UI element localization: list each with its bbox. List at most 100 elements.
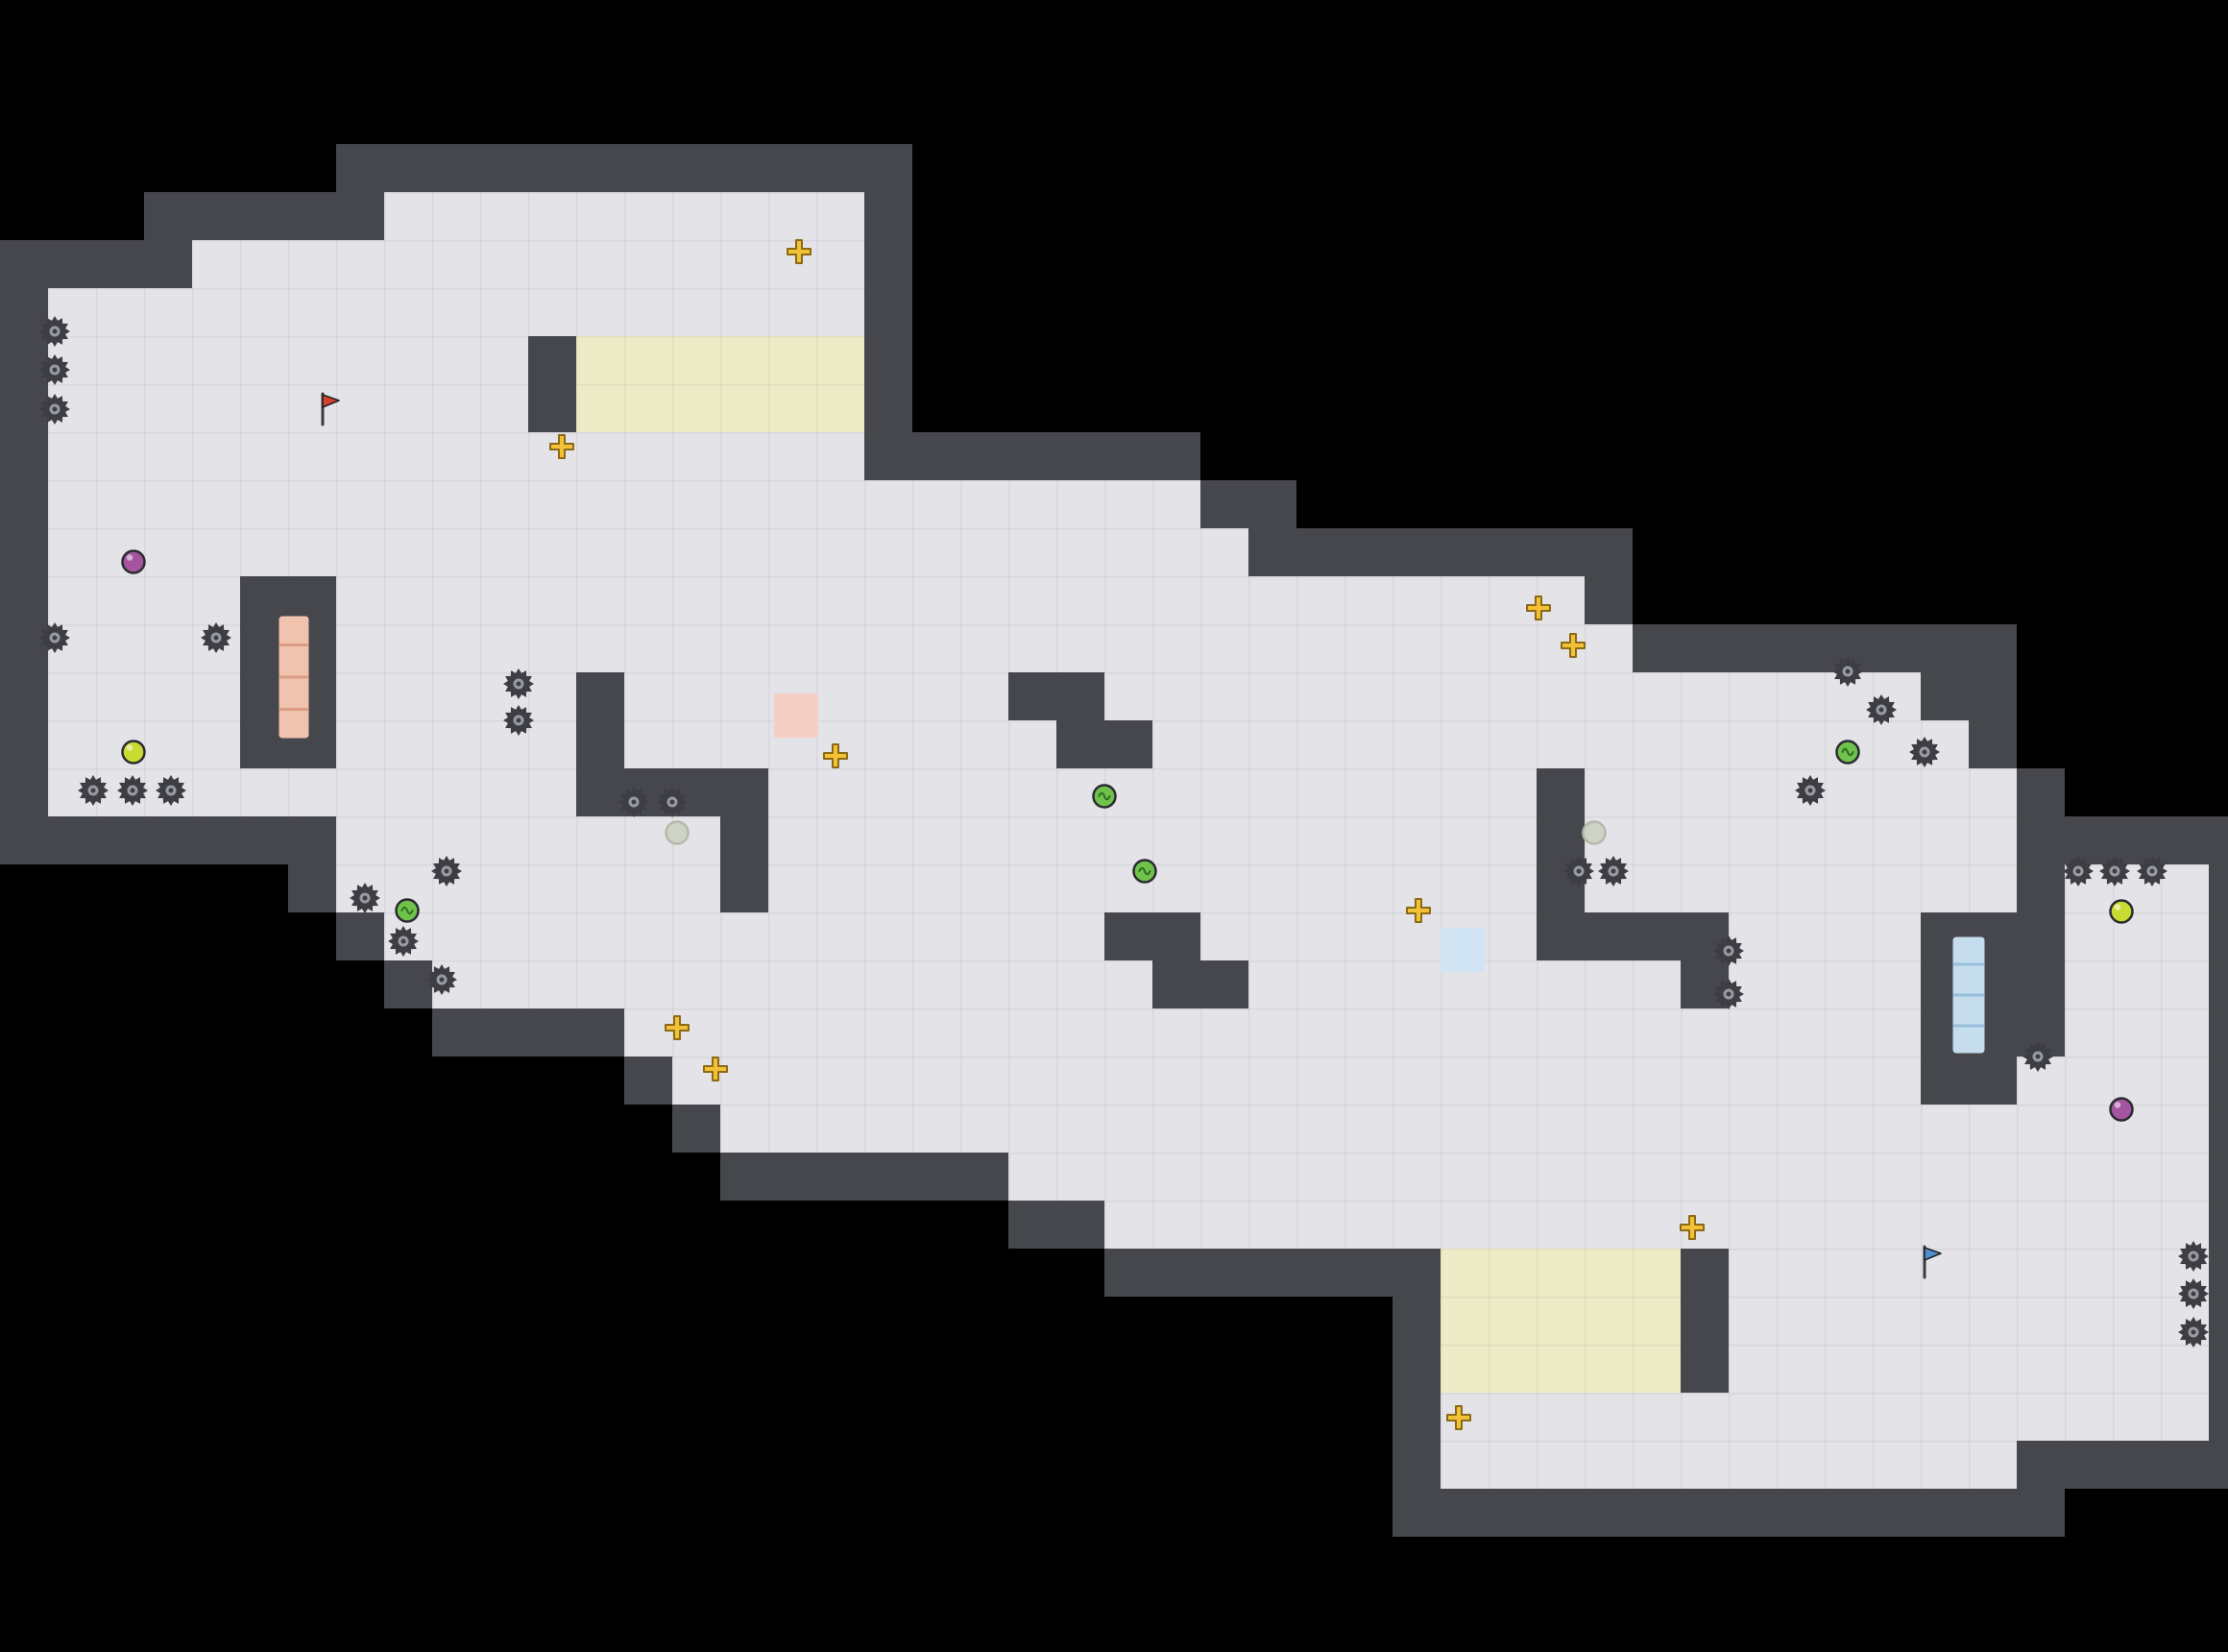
floor-segment [48,480,1200,528]
floor-segment [336,816,720,864]
saw-hazard [2022,1041,2053,1072]
saw-hazard [431,856,462,887]
floor-segment [48,288,864,336]
floor-segment [768,768,1537,816]
green-drone-enemy [1132,859,1157,884]
saw-hazard [78,775,109,806]
floor-segment [48,672,240,720]
yellow-zone-floor [1441,1249,1681,1297]
gold-piece [1406,898,1431,923]
wall-segment [1008,1201,1104,1249]
saw-hazard [350,883,380,913]
gold-piece [1680,1215,1705,1240]
wall-segment [0,480,48,528]
floor-segment [1729,1249,2209,1297]
saw-hazard [39,316,70,347]
wall-segment [1681,1249,1729,1297]
wall-segment [1008,672,1104,720]
floor-segment [1200,912,1537,960]
wall-segment [672,1105,720,1153]
floor-segment [1441,1441,2017,1489]
yellow-zone-floor [1441,1345,1681,1393]
floor-segment [192,240,864,288]
purple-orb-enemy [121,549,146,574]
wall-segment [144,192,384,240]
wall-segment [1248,528,1633,576]
wall-segment [0,816,336,864]
wall-segment [1104,1249,1441,1297]
wall-segment [336,912,384,960]
floor-segment [1585,768,2017,816]
gold-piece [703,1057,728,1081]
saw-hazard [156,775,186,806]
wall-segment [1921,1057,2017,1105]
wall-segment [0,432,48,480]
wall-segment [864,192,912,240]
saw-hazard [39,354,70,385]
floor-segment [336,672,576,720]
floor-segment [2065,912,2209,960]
wall-segment [2209,1105,2228,1153]
wall-segment [1585,576,1633,624]
blue-door [1950,934,1988,1057]
lime-orb-enemy [121,740,146,765]
wall-segment [384,960,432,1008]
wall-segment [1392,1441,1441,1489]
gray-bounce-pad [665,820,690,845]
green-drone-enemy [1092,784,1117,809]
saw-hazard [39,394,70,425]
wall-segment [1537,912,1729,960]
wall-segment [2209,1249,2228,1297]
floor-segment [48,384,528,432]
wall-segment [0,240,192,288]
wall-segment [864,432,1200,480]
floor-segment [1729,912,1921,960]
floor-segment [1008,1153,2209,1201]
wall-segment [0,768,48,816]
floor-segment [48,576,240,624]
floor-segment [48,720,240,768]
gold-piece [1446,1405,1471,1430]
floor-segment [336,576,1585,624]
gold-piece [1561,633,1586,658]
saw-hazard [388,926,419,957]
green-drone-enemy [1835,740,1860,765]
wall-segment [864,288,912,336]
saw-hazard [2063,856,2094,887]
wall-segment [2209,1057,2228,1105]
wall-segment [0,336,48,384]
wall-segment [1200,480,1296,528]
floor-segment [48,528,1248,576]
saw-hazard [201,622,231,653]
saw-hazard [426,964,457,995]
saw-hazard [618,787,649,817]
wall-segment [1392,1489,2065,1537]
floor-segment [1585,816,2017,864]
wall-segment [720,1153,1008,1201]
wall-segment [432,1008,624,1057]
wall-segment [720,816,768,864]
floor-segment [1729,1345,2209,1393]
wall-segment [0,720,48,768]
floor-segment [1585,864,2017,912]
gray-bounce-pad [1582,820,1607,845]
wall-segment [1056,720,1152,768]
pink-door [276,613,312,741]
saw-hazard [2099,856,2130,887]
wall-segment [1681,1297,1729,1345]
saw-hazard [1866,694,1897,725]
blue-flag [1923,1245,1942,1279]
wall-segment [1392,1297,1441,1345]
wall-segment [528,384,576,432]
saw-hazard [1598,856,1629,887]
wall-segment [1392,1393,1441,1441]
wall-segment [2209,960,2228,1008]
saw-hazard [1563,856,1594,887]
saw-hazard [657,787,688,817]
floor-segment [1729,960,1921,1008]
gold-piece [823,743,848,768]
saw-hazard [39,622,70,653]
lime-orb-enemy [2109,899,2134,924]
wall-segment [1152,960,1248,1008]
